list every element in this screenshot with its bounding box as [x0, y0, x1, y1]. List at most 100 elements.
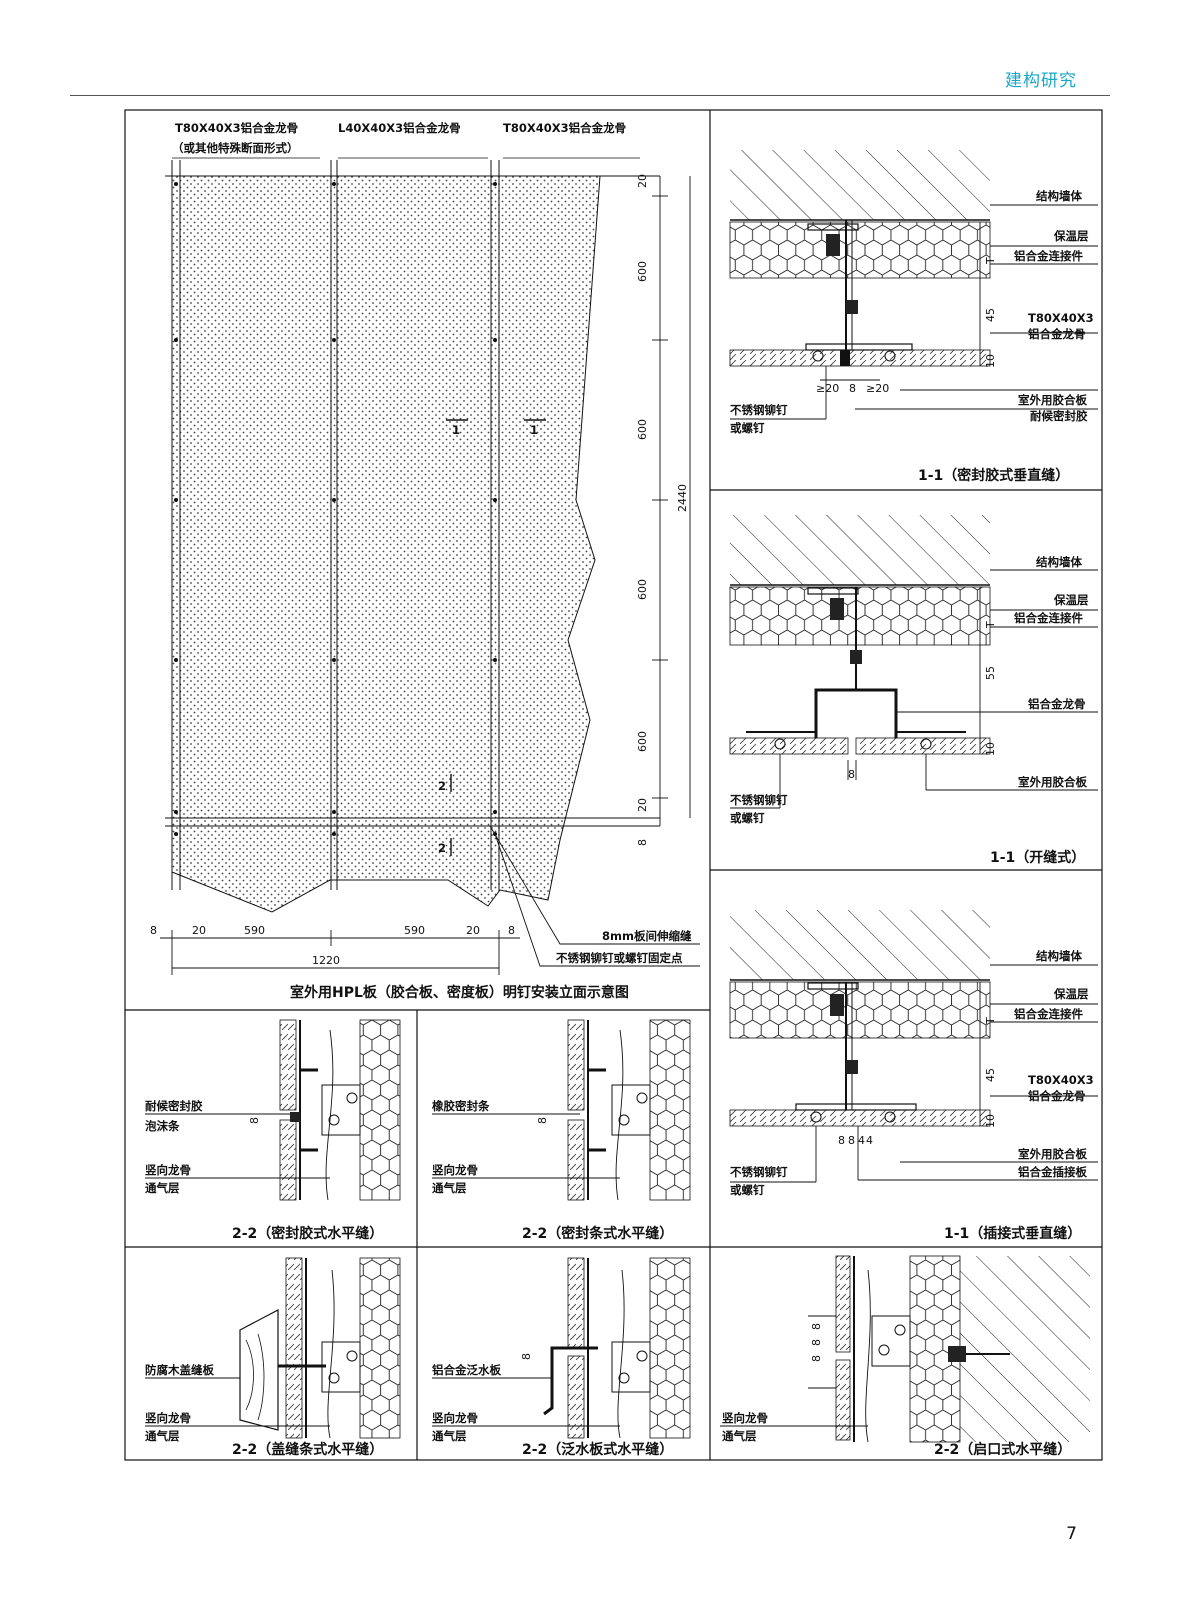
insert-dim-4a: 4 [858, 1134, 865, 1147]
insert-label-keel: 铝合金龙骨 [1028, 1089, 1086, 1103]
insert-label-insulation: 保温层 [1053, 987, 1089, 1001]
detail-e-dim-2: 8 [810, 1339, 823, 1346]
insert-dim-8b: 8 [848, 1134, 855, 1147]
sealant-dim-t: T [984, 257, 997, 265]
sealant-label-weather-seal: 耐候密封胶 [1030, 409, 1088, 423]
detail-d-dim: 8 [520, 1353, 533, 1360]
dim-bottom-8: 8 [636, 839, 649, 846]
label-l-keel: L40X40X3铝合金龙骨 [338, 121, 461, 135]
open-label-board: 室外用胶合板 [1018, 775, 1087, 789]
header-brand: 建构研究 [1005, 71, 1077, 91]
dim-600-3: 600 [636, 579, 649, 600]
open-label-screw: 或螺钉 [730, 811, 765, 825]
detail-a-label-sealant: 耐候密封胶 [145, 1099, 203, 1113]
sheet-frame [124, 109, 1103, 1461]
detail-e-label-keel: 竖向龙骨 [722, 1411, 768, 1425]
detail-b-caption: 2-2（密封条式水平缝） [522, 1225, 673, 1242]
detail-a-dim: 8 [248, 1117, 261, 1124]
elevation-panel: T80X40X3铝合金龙骨 （或其他特殊断面形式） L40X40X3铝合金龙骨 … [150, 121, 700, 1001]
open-dim-55: 55 [984, 666, 997, 680]
dim-top-20: 20 [636, 174, 649, 188]
open-label-rivet: 不锈钢铆钉 [730, 793, 788, 807]
detail-a-label-foam: 泡沫条 [145, 1119, 180, 1133]
insert-dim-45: 45 [984, 1068, 997, 1082]
sealant-dim-10: 10 [984, 354, 997, 368]
detail-sealant: 耐候密封胶 泡沫条 竖向龙骨 通气层 8 2-2（密封胶式水平缝） [145, 1019, 401, 1242]
insert-label-connector: 铝合金连接件 [1014, 1007, 1083, 1021]
detail-c-label-keel: 竖向龙骨 [145, 1411, 191, 1425]
dim-bottom-8-right: 8 [508, 924, 515, 937]
header-rule [70, 95, 1110, 96]
detail-a-label-air: 通气层 [145, 1181, 180, 1195]
detail-rebate: 竖向龙骨 通气层 8 8 8 2-2（启口式水平缝） [720, 1255, 1090, 1458]
detail-d-label-flashing: 铝合金泛水板 [432, 1363, 501, 1377]
sealant-label-board: 室外用胶合板 [1018, 393, 1087, 407]
detail-b-dim: 8 [536, 1117, 549, 1124]
bottom-dimensions [160, 930, 520, 975]
section-sealant: 结构墙体 保温层 铝合金连接件 T80X40X3 铝合金龙骨 室外用胶合板 耐候… [729, 150, 1098, 484]
insert-dim-8a: 8 [838, 1134, 845, 1147]
framing-studs [165, 160, 660, 890]
dim-600-1: 600 [636, 261, 649, 282]
dim-total-height: 2440 [676, 484, 689, 512]
dim-bottom-20: 20 [636, 798, 649, 812]
label-t-keel-right: T80X40X3铝合金龙骨 [503, 121, 626, 135]
open-dim-8: 8 [848, 768, 855, 781]
insert-label-rivet: 不锈钢铆钉 [730, 1165, 788, 1179]
dim-bottom-590-right: 590 [404, 924, 425, 937]
insert-dim-t: T [984, 1017, 997, 1025]
insert-dim-4b: 4 [866, 1134, 873, 1147]
sealant-label-insulation: 保温层 [1053, 229, 1089, 243]
sealant-label-connector: 铝合金连接件 [1014, 249, 1083, 263]
sealant-label-screw: 或螺钉 [730, 421, 765, 435]
detail-b-label-air: 通气层 [432, 1181, 467, 1195]
insert-label-screw: 或螺钉 [730, 1183, 765, 1197]
elevation-title: 室外用HPL板（胶合板、密度板）明钉安装立面示意图 [290, 984, 629, 1001]
section-open: 结构墙体 保温层 铝合金连接件 铝合金龙骨 室外用胶合板 不锈钢铆钉 或螺钉 T… [729, 515, 1098, 866]
sealant-caption: 1-1（密封胶式垂直缝） [918, 467, 1069, 484]
section-mark-2a: 2 [438, 779, 446, 793]
open-label-connector: 铝合金连接件 [1014, 611, 1083, 625]
dim-bottom-20-right: 20 [466, 924, 480, 937]
detail-c-label-air: 通气层 [145, 1429, 180, 1443]
detail-e-dim-3: 8 [810, 1355, 823, 1362]
open-caption: 1-1（开缝式） [990, 849, 1085, 866]
detail-cover: 防腐木盖缝板 竖向龙骨 通气层 2-2（盖缝条式水平缝） [145, 1257, 401, 1458]
sealant-label-t80: T80X40X3 [1028, 311, 1094, 325]
sealant-dim-8: 8 [849, 382, 856, 395]
detail-d-label-air: 通气层 [432, 1429, 467, 1443]
sealant-dim-ge20-right: ≥20 [866, 382, 889, 395]
detail-e-caption: 2-2（启口式水平缝） [934, 1441, 1071, 1458]
dim-bottom-20-left: 20 [192, 924, 206, 937]
page-number: 7 [1066, 1524, 1077, 1544]
dim-bottom-590-left: 590 [244, 924, 265, 937]
sealant-label-wall: 结构墙体 [1035, 189, 1082, 203]
detail-e-label-air: 通气层 [722, 1429, 757, 1443]
insert-dim-10: 10 [984, 1114, 997, 1128]
detail-c-label-wood: 防腐木盖缝板 [145, 1363, 214, 1377]
sealant-dim-45: 45 [984, 308, 997, 322]
dim-600-2: 600 [636, 419, 649, 440]
insert-label-insert-plate: 铝合金插接板 [1018, 1165, 1087, 1179]
label-special-section: （或其他特殊断面形式） [172, 141, 299, 155]
detail-b-label-keel: 竖向龙骨 [432, 1163, 478, 1177]
detail-d-label-keel: 竖向龙骨 [432, 1411, 478, 1425]
insert-label-t80: T80X40X3 [1028, 1073, 1094, 1087]
open-dim-t: T [984, 621, 997, 629]
hpl-panel-shape [171, 175, 601, 913]
detail-strip: 橡胶密封条 竖向龙骨 通气层 8 2-2（密封条式水平缝） [432, 1019, 691, 1242]
dim-total-width: 1220 [312, 954, 340, 967]
dim-bottom-8-left: 8 [150, 924, 157, 937]
section-mark-1b: 1 [530, 423, 538, 437]
open-label-keel: 铝合金龙骨 [1028, 697, 1086, 711]
detail-a-caption: 2-2（密封胶式水平缝） [232, 1225, 383, 1242]
dim-600-4: 600 [636, 731, 649, 752]
insert-label-board: 室外用胶合板 [1018, 1147, 1087, 1161]
open-dim-10: 10 [984, 742, 997, 756]
fixing-points [174, 182, 497, 836]
open-label-wall: 结构墙体 [1035, 555, 1082, 569]
sealant-label-rivet: 不锈钢铆钉 [730, 403, 788, 417]
insert-label-wall: 结构墙体 [1035, 949, 1082, 963]
vertical-dimensions [652, 176, 691, 826]
